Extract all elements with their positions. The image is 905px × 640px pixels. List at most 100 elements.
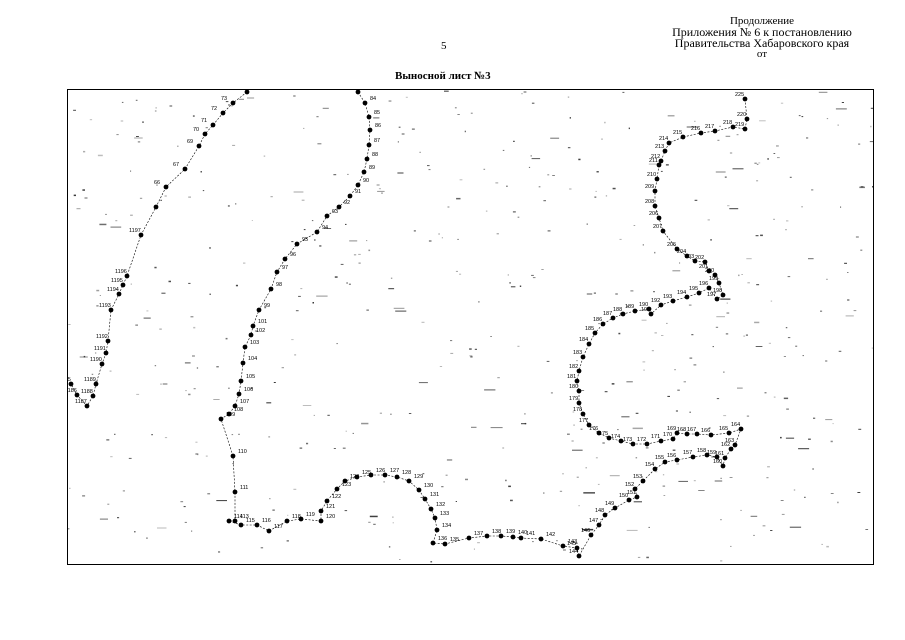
- boundary-point-1189: [93, 381, 99, 387]
- map-speck: [200, 171, 202, 173]
- map-speck: [559, 490, 563, 492]
- boundary-point-156: [674, 457, 680, 463]
- map-speck: [648, 163, 661, 165]
- point-label-86: 86: [375, 123, 381, 129]
- point-label-150: 150: [619, 493, 628, 499]
- map-speck: [596, 171, 599, 173]
- map-speck: [446, 459, 453, 461]
- point-label-140: 140: [518, 530, 527, 536]
- boundary-point-168: [684, 431, 690, 437]
- map-speck: [130, 214, 133, 216]
- boundary-point-71: [210, 122, 216, 128]
- boundary-point-107: [232, 403, 238, 409]
- map-speck: [196, 367, 199, 369]
- point-label-138: 138: [492, 529, 501, 535]
- map-speck: [780, 102, 784, 104]
- map-speck: [710, 239, 712, 241]
- map-speck: [268, 436, 271, 438]
- boundary-point-1191: [103, 350, 109, 356]
- map-speck: [383, 481, 385, 483]
- map-speck: [576, 476, 579, 478]
- map-speck: [762, 525, 766, 527]
- map-speck: [311, 220, 314, 222]
- map-speck: [192, 115, 195, 117]
- map-speck: [333, 174, 337, 176]
- map-speck: [209, 293, 211, 295]
- boundary-point-101: [250, 323, 256, 329]
- point-label-144: 144: [569, 549, 578, 555]
- map-speck: [755, 235, 759, 237]
- point-label-124: 124: [350, 474, 359, 480]
- map-speck: [646, 556, 649, 559]
- map-speck: [161, 292, 166, 294]
- point-label-137: 137: [474, 531, 483, 537]
- map-speck: [193, 326, 196, 329]
- boundary-point-1194: [116, 291, 122, 297]
- map-speck: [655, 471, 658, 473]
- map-speck: [756, 284, 760, 286]
- map-speck: [312, 302, 314, 304]
- map-speck: [441, 486, 444, 488]
- boundary-point-137: [466, 535, 472, 541]
- map-speck: [379, 412, 382, 414]
- map-speck: [617, 429, 619, 431]
- map-speck: [450, 352, 454, 354]
- boundary-point-149: [612, 505, 618, 511]
- map-speck: [693, 364, 697, 366]
- map-speck: [764, 392, 767, 394]
- map-speck: [99, 295, 101, 296]
- map-speck: [538, 186, 541, 188]
- point-label-215: 215: [673, 130, 682, 136]
- map-speck: [228, 387, 230, 389]
- point-label-133: 133: [440, 511, 449, 517]
- boundary-point-102: [248, 332, 254, 338]
- point-label-90: 90: [363, 178, 369, 184]
- boundary-point-103: [242, 344, 248, 350]
- boundary-point-219: [742, 126, 748, 132]
- boundary-point-124: [342, 478, 348, 484]
- boundary-point-217: [712, 128, 718, 134]
- point-label-70: 70: [193, 127, 199, 133]
- map-speck: [411, 128, 415, 130]
- boundary-point-166: [708, 432, 714, 438]
- map-speck: [654, 332, 657, 334]
- map-speck: [773, 218, 775, 220]
- boundary-point-90: [355, 182, 361, 188]
- map-speck: [773, 396, 776, 398]
- point-label-195: 195: [689, 286, 698, 292]
- map-speck: [478, 301, 480, 303]
- map-speck: [663, 495, 666, 496]
- map-speck: [340, 263, 344, 265]
- map-speck: [456, 197, 461, 200]
- map-speck: [232, 144, 236, 146]
- map-speck: [580, 428, 583, 430]
- point-label-148: 148: [595, 508, 604, 514]
- map-speck: [160, 383, 162, 385]
- point-label-163: 163: [725, 438, 734, 444]
- boundary-point-205: [674, 246, 680, 252]
- map-speck: [643, 369, 645, 371]
- boundary-point-189: [632, 308, 638, 314]
- boundary-point-1186: [74, 392, 80, 398]
- boundary-point-202: [702, 259, 708, 265]
- boundary-point-159: [714, 454, 720, 460]
- map-speck: [193, 388, 196, 390]
- boundary-point-214: [666, 140, 672, 146]
- map-speck: [720, 477, 722, 479]
- map-speck: [741, 274, 743, 275]
- point-label-201: 201: [699, 264, 708, 270]
- map-speck: [160, 199, 162, 201]
- boundary-point-169: [674, 430, 680, 436]
- boundary-map: 7473727170696766119711961195119411931192…: [68, 90, 873, 563]
- map-speck: [156, 184, 158, 186]
- map-speck: [313, 414, 315, 416]
- point-label-162: 162: [721, 442, 730, 448]
- map-speck: [662, 474, 665, 476]
- map-speck: [732, 168, 744, 170]
- boundary-point-186: [600, 321, 606, 327]
- map-speck: [750, 515, 758, 517]
- boundary-point-99: [256, 307, 262, 313]
- point-label-101: 101: [258, 319, 267, 325]
- map-speck: [143, 317, 151, 319]
- map-speck: [641, 319, 647, 321]
